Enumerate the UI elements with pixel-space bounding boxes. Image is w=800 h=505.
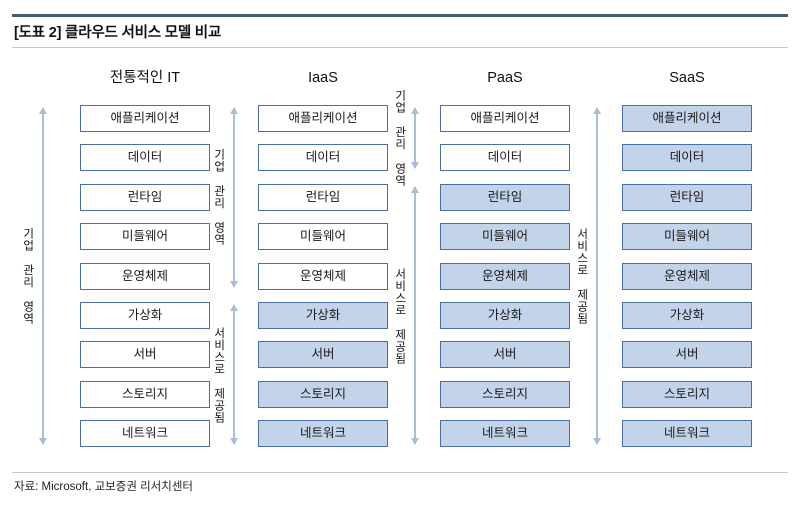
- layer-box-iaas-7[interactable]: 서버: [258, 341, 388, 369]
- layer-box-label: 애플리케이션: [652, 111, 722, 125]
- column-header-saas: SaaS: [669, 70, 705, 86]
- layer-box-label: 네트워크: [663, 426, 710, 441]
- layer-box-traditional-it-3[interactable]: 런타임: [80, 183, 210, 211]
- layer-box-paas-7[interactable]: 서버: [440, 341, 570, 369]
- layer-box-iaas-5[interactable]: 운영체제: [258, 262, 388, 290]
- layer-box-saas-6[interactable]: 가상화: [622, 302, 752, 329]
- layer-box-traditional-it-7[interactable]: 서버: [80, 341, 210, 369]
- layer-box-label: 데이터: [669, 150, 705, 165]
- layer-box-label: 미들웨어: [299, 229, 346, 244]
- layer-box-label: 스토리지: [121, 386, 168, 401]
- layer-box-saas-8[interactable]: 스토리지: [622, 380, 752, 408]
- layer-box-label: 런타임: [127, 189, 163, 204]
- layer-box-saas-1[interactable]: 애플리케이션: [622, 105, 752, 132]
- layer-box-paas-6[interactable]: 가상화: [440, 302, 570, 329]
- layer-box-paas-2[interactable]: 데이터: [440, 144, 570, 172]
- layer-box-traditional-it-8[interactable]: 스토리지: [80, 380, 210, 408]
- layer-box-label: 미들웨어: [121, 229, 168, 244]
- layer-box-label: 런타임: [305, 189, 341, 204]
- layer-box-saas-7[interactable]: 서버: [622, 341, 752, 369]
- header-bottom-rule: [12, 47, 788, 48]
- layer-box-label: 스토리지: [663, 386, 710, 401]
- layer-box-iaas-2[interactable]: 데이터: [258, 144, 388, 172]
- layer-box-saas-4[interactable]: 미들웨어: [622, 223, 752, 251]
- layer-box-iaas-6[interactable]: 가상화: [258, 302, 388, 329]
- layer-box-traditional-it-5[interactable]: 운영체제: [80, 262, 210, 290]
- ann-right-paas-service-arrow: [592, 106, 601, 446]
- layer-box-label: 가상화: [669, 308, 705, 322]
- layer-box-label: 데이터: [487, 150, 523, 165]
- layer-box-paas-8[interactable]: 스토리지: [440, 380, 570, 408]
- layer-box-saas-5[interactable]: 운영체제: [622, 262, 752, 290]
- ann-left-traditional-label: 기업 관리 영역: [21, 227, 34, 325]
- ann-right-traditional-managed-label: 기업 관리 영역: [212, 148, 225, 246]
- layer-box-label: 운영체제: [481, 268, 528, 283]
- layer-box-saas-9[interactable]: 네트워크: [622, 420, 752, 448]
- header-top-rule: [12, 14, 788, 17]
- layer-box-label: 미들웨어: [663, 229, 710, 244]
- layer-box-label: 서버: [311, 347, 335, 362]
- layer-box-saas-3[interactable]: 런타임: [622, 183, 752, 211]
- layer-box-traditional-it-2[interactable]: 데이터: [80, 144, 210, 172]
- source-note: 자료: Microsoft, 교보증권 리서치센터: [14, 481, 193, 493]
- ann-left-traditional-arrow: [38, 106, 47, 446]
- footer-rule: [12, 472, 788, 473]
- ann-right-traditional-service-label: 서비스로 제공됨: [212, 326, 225, 423]
- layer-box-label: 스토리지: [299, 386, 346, 401]
- layer-box-traditional-it-1[interactable]: 애플리케이션: [80, 105, 210, 132]
- layer-box-label: 런타임: [669, 189, 705, 204]
- layer-box-iaas-9[interactable]: 네트워크: [258, 420, 388, 448]
- layer-box-label: 가상화: [127, 308, 163, 322]
- layer-box-label: 가상화: [305, 308, 341, 322]
- layer-box-label: 런타임: [487, 189, 523, 204]
- layer-box-label: 운영체제: [299, 268, 346, 283]
- layer-box-traditional-it-4[interactable]: 미들웨어: [80, 223, 210, 251]
- layer-box-traditional-it-9[interactable]: 네트워크: [80, 420, 210, 448]
- layer-box-label: 서버: [133, 347, 157, 362]
- layer-box-label: 서버: [675, 347, 699, 362]
- layer-box-iaas-4[interactable]: 미들웨어: [258, 223, 388, 251]
- layer-box-label: 운영체제: [663, 268, 710, 283]
- layer-box-paas-4[interactable]: 미들웨어: [440, 223, 570, 251]
- layer-box-traditional-it-6[interactable]: 가상화: [80, 302, 210, 329]
- layer-box-label: 애플리케이션: [288, 111, 358, 125]
- layer-box-label: 데이터: [305, 150, 341, 165]
- layer-box-label: 네트워크: [481, 426, 528, 441]
- ann-right-traditional-service-arrow: [229, 303, 238, 446]
- layer-box-label: 애플리케이션: [110, 111, 180, 125]
- layer-box-label: 네트워크: [299, 426, 346, 441]
- column-header-traditional-it: 전통적인 IT: [109, 70, 181, 86]
- layer-box-iaas-3[interactable]: 런타임: [258, 183, 388, 211]
- ann-right-traditional-managed-arrow: [229, 107, 238, 288]
- layer-box-paas-9[interactable]: 네트워크: [440, 420, 570, 448]
- layer-box-paas-1[interactable]: 애플리케이션: [440, 105, 570, 132]
- layer-box-label: 가상화: [487, 308, 523, 322]
- layer-box-paas-3[interactable]: 런타임: [440, 183, 570, 211]
- column-header-iaas: IaaS: [308, 70, 338, 86]
- layer-box-iaas-1[interactable]: 애플리케이션: [258, 105, 388, 132]
- column-header-paas: PaaS: [487, 70, 523, 86]
- layer-box-iaas-8[interactable]: 스토리지: [258, 380, 388, 408]
- layer-box-label: 미들웨어: [481, 229, 528, 244]
- layer-box-label: 스토리지: [481, 386, 528, 401]
- page-title: [도표 2] 클라우드 서비스 모델 비교: [14, 25, 222, 41]
- layer-box-label: 애플리케이션: [470, 111, 540, 125]
- layer-box-label: 서버: [493, 347, 517, 362]
- layer-box-label: 운영체제: [121, 268, 168, 283]
- ann-right-iaas-service-label: 서비스로 제공됨: [393, 267, 406, 364]
- ann-right-iaas-service-arrow: [410, 185, 419, 446]
- layer-box-label: 데이터: [127, 150, 163, 165]
- ann-right-iaas-managed-label: 기업 관리 영역: [393, 89, 406, 187]
- layer-box-paas-5[interactable]: 운영체제: [440, 262, 570, 290]
- layer-box-saas-2[interactable]: 데이터: [622, 144, 752, 172]
- ann-right-iaas-managed-arrow: [410, 106, 419, 170]
- layer-box-label: 네트워크: [121, 426, 168, 441]
- ann-right-paas-service-label: 서비스로 제공됨: [575, 227, 588, 325]
